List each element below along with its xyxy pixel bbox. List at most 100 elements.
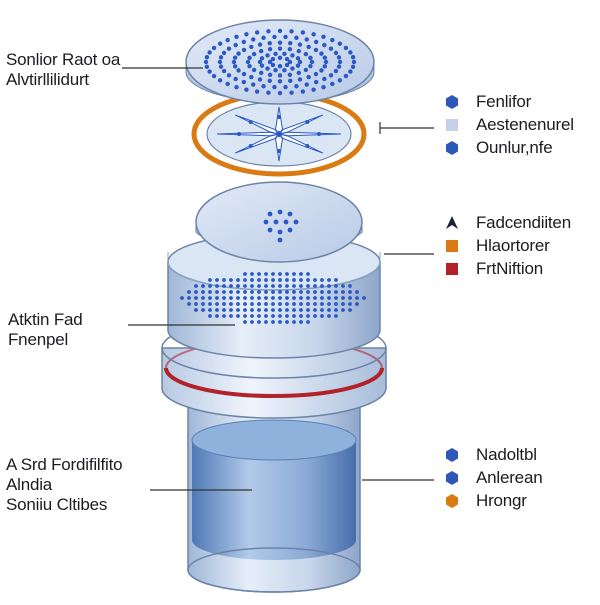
perforation-dot xyxy=(250,272,254,276)
perforation-dot xyxy=(271,278,275,282)
perforation-dot xyxy=(311,32,316,37)
callout-line: Atktin Fad xyxy=(8,310,83,329)
perforation-dot xyxy=(261,35,266,40)
perforation-dot xyxy=(278,272,282,276)
perforation-dot xyxy=(290,53,295,58)
perforation-dot xyxy=(306,296,310,300)
perforation-dot xyxy=(266,29,271,34)
collar-band xyxy=(161,347,387,419)
perforation-dot xyxy=(201,290,205,294)
perforation-dot xyxy=(313,302,317,306)
perforation-dot xyxy=(241,71,247,77)
perforation-dot xyxy=(221,68,227,74)
perforation-dot xyxy=(276,131,282,137)
perforation-dot xyxy=(201,308,205,312)
perforation-dot xyxy=(250,296,254,300)
perforation-dot xyxy=(194,290,198,294)
perforation-dot xyxy=(296,48,302,54)
perforation-dot xyxy=(334,278,338,282)
perforation-dot xyxy=(225,81,230,87)
perforation-dot xyxy=(215,290,219,294)
perforation-dot xyxy=(328,46,334,51)
callout-line: A Srd Fordifilfito xyxy=(6,455,123,474)
perforation-dot xyxy=(292,272,296,276)
perforation-dot xyxy=(273,51,278,57)
basket-lip xyxy=(167,252,381,291)
legend-item: Fadcendiiten xyxy=(444,211,571,234)
perforation-dot xyxy=(319,68,324,73)
perforation-dot xyxy=(180,296,184,300)
perforation-dot xyxy=(254,89,260,94)
perforation-dot xyxy=(244,32,249,37)
legend-item: Aestenenurel xyxy=(444,113,574,136)
perforation-dot xyxy=(285,308,289,312)
perforation-dot xyxy=(333,68,339,74)
perforation-dot xyxy=(201,302,205,306)
perforation-dot xyxy=(300,89,306,94)
perforation-dot xyxy=(337,41,343,46)
perforation-dot xyxy=(304,82,309,87)
perforation-dot xyxy=(267,227,273,233)
callout-line: Alvtirllilidurt xyxy=(6,70,89,89)
perforation-dot xyxy=(250,302,254,306)
perforation-dot xyxy=(264,278,268,282)
perforation-dot xyxy=(236,284,240,288)
perforation-dot xyxy=(207,50,212,55)
perforation-dot xyxy=(250,314,254,318)
basket-perforations xyxy=(180,272,366,324)
perforation-dot xyxy=(267,59,273,65)
perforation-dot xyxy=(327,278,331,282)
perforation-dot xyxy=(306,272,310,276)
perforation-dot xyxy=(217,59,223,65)
perforation-dot xyxy=(284,62,290,68)
perforation-dot xyxy=(247,63,252,69)
legend-label: Hlaortorer xyxy=(476,235,550,255)
perforation-dot xyxy=(334,314,338,318)
perforation-dot xyxy=(194,302,198,306)
perforation-dot xyxy=(271,320,275,324)
perforation-dot xyxy=(234,84,239,90)
perforation-dot xyxy=(348,50,353,55)
perforation-dot xyxy=(229,290,233,294)
jar-water xyxy=(192,440,356,560)
perforation-dot xyxy=(257,284,261,288)
perforation-dot xyxy=(236,278,240,282)
perforation-dot xyxy=(334,290,338,294)
perforation-dot xyxy=(289,90,294,95)
perforation-dot xyxy=(248,119,253,124)
perforation-dot xyxy=(257,314,261,318)
jar-water-surface xyxy=(191,419,357,461)
legend-label: Ounlur,nfe xyxy=(476,137,553,157)
square-marker-icon xyxy=(444,238,460,254)
perforation-dot xyxy=(278,284,282,288)
perforation-dot xyxy=(277,40,283,45)
perforation-dot xyxy=(337,78,343,83)
perforation-dot xyxy=(234,34,239,40)
legend-item: Ounlur,nfe xyxy=(444,136,574,159)
perforation-dot xyxy=(207,69,212,74)
perforation-dot xyxy=(211,45,217,51)
perforation-dot xyxy=(250,308,254,312)
perforation-dot xyxy=(327,296,331,300)
perforation-dot xyxy=(249,74,254,80)
perforation-dot xyxy=(241,47,247,53)
perforation-dot xyxy=(292,314,296,318)
perforation-dot xyxy=(264,284,268,288)
perforation-dot xyxy=(233,76,238,82)
perforation-dot xyxy=(327,308,331,312)
legend-label: Fadcendiiten xyxy=(476,212,571,232)
perforation-dot xyxy=(299,308,303,312)
perforation-dot xyxy=(309,59,315,65)
legend-item: FrtNiftion xyxy=(444,257,571,280)
perforation-dot xyxy=(278,320,282,324)
perforation-dot xyxy=(319,51,324,56)
perforation-dot xyxy=(243,278,247,282)
perforation-dot xyxy=(306,302,310,306)
perforation-dot xyxy=(226,73,232,78)
perforation-dot xyxy=(271,290,275,294)
perforation-dot xyxy=(277,237,283,243)
perforation-dot xyxy=(341,302,345,306)
perforation-dot xyxy=(257,302,261,306)
perforation-dot xyxy=(194,296,198,300)
perforation-dot xyxy=(323,59,329,65)
